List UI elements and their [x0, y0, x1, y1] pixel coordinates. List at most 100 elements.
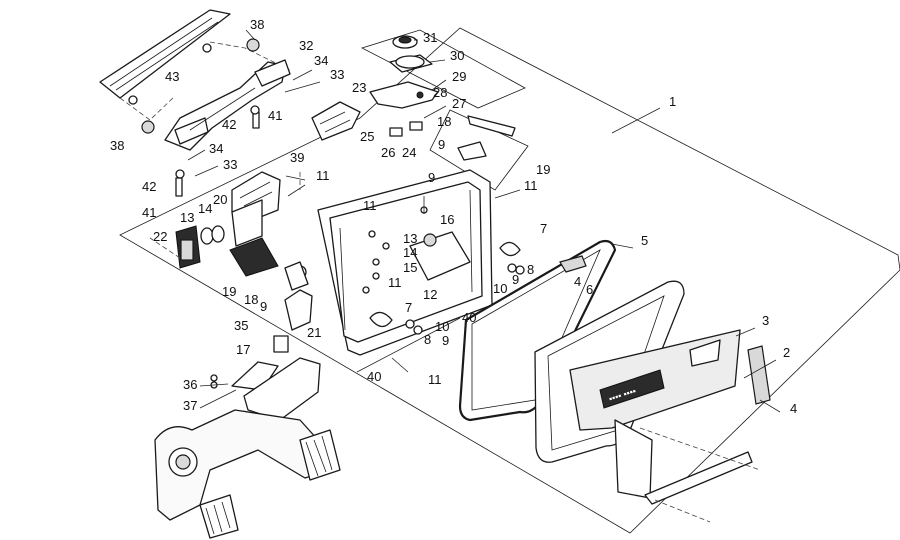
callout-4: 4 [790, 401, 797, 416]
callout-11: 11 [363, 198, 377, 213]
callout-3: 3 [762, 313, 769, 328]
bracket-part-21 [284, 289, 313, 331]
bolt-part-41-bottom [175, 177, 183, 197]
callout-40: 40 [367, 369, 381, 384]
callout-labels: 1234456778899999101011111111111213131414… [110, 17, 797, 416]
rail-part-43 [99, 9, 231, 99]
clip-part-26 [389, 127, 403, 137]
case-shell-inner [329, 181, 483, 343]
clip-part-24 [409, 121, 423, 131]
mounting-rail-group [99, 9, 291, 134]
callout-13: 13 [180, 210, 194, 225]
callout-31: 31 [423, 30, 437, 45]
case-shell [285, 169, 525, 373]
callout-32: 32 [299, 38, 313, 53]
gasket-part-5 [458, 239, 617, 422]
callout-25: 25 [360, 129, 374, 144]
hinge-part-23 [311, 101, 361, 141]
callout-11: 11 [388, 275, 402, 290]
callout-17: 17 [236, 342, 250, 357]
cap-part-13-inner [423, 233, 437, 247]
side-trim-part-2 [747, 345, 771, 405]
callout-23: 23 [352, 80, 366, 95]
footrest-plate [243, 357, 321, 421]
callout-19: 19 [536, 162, 550, 177]
callout-37: 37 [183, 398, 197, 413]
trim-strip-lower [644, 451, 753, 505]
callout-42: 42 [222, 117, 236, 132]
callout-33: 33 [223, 157, 237, 172]
callout-41: 41 [142, 205, 156, 220]
clip-part-35 [273, 335, 289, 353]
callout-13: 13 [403, 231, 417, 246]
bracket-part-20 [231, 199, 263, 247]
cable-part-7-lower [369, 311, 393, 328]
hinge-part-29 [369, 81, 439, 109]
callout-10: 10 [435, 319, 449, 334]
lid-bracket-group [311, 29, 526, 141]
washer-part-13 [211, 225, 225, 243]
washer-part-38-top [246, 38, 260, 52]
washer-part-38-bottom [141, 120, 155, 134]
footpeg-bracket [154, 409, 331, 521]
logo-plate [599, 369, 665, 409]
callout-18: 18 [244, 292, 258, 307]
callout-30: 30 [450, 48, 464, 63]
callout-35: 35 [234, 318, 248, 333]
callout-28: 28 [433, 85, 447, 100]
callout-9: 9 [260, 299, 267, 314]
footrest-group [154, 335, 341, 539]
callout-34: 34 [209, 141, 223, 156]
washer-part-14 [200, 227, 214, 245]
strip-part-18-top [467, 115, 516, 137]
callout-7: 7 [405, 300, 412, 315]
callout-33: 33 [330, 67, 344, 82]
callout-19: 19 [222, 284, 236, 299]
assembly-frame-outline [119, 27, 900, 534]
callout-9: 9 [442, 333, 449, 348]
bracket-part-9-top [457, 141, 487, 161]
callout-18: 18 [437, 114, 451, 129]
callout-38: 38 [250, 17, 264, 32]
latch-part-18-19 [229, 237, 279, 277]
trim-part-lower [614, 419, 653, 499]
callout-2: 2 [783, 345, 790, 360]
callout-24: 24 [402, 145, 416, 160]
callout-14: 14 [403, 245, 417, 260]
callout-4: 4 [574, 274, 581, 289]
callout-22: 22 [153, 229, 167, 244]
bracket-part-6 [559, 255, 587, 273]
callout-9: 9 [438, 137, 445, 152]
callout-38: 38 [110, 138, 124, 153]
callout-40: 40 [462, 310, 476, 325]
callout-36: 36 [183, 377, 197, 392]
callout-11: 11 [428, 372, 442, 387]
lock-bracket-group [149, 171, 313, 331]
carrier-arm-group [164, 59, 321, 197]
callout-21: 21 [307, 325, 321, 340]
callout-12: 12 [423, 287, 437, 302]
top-right-bracket-group [429, 109, 529, 191]
callout-16: 16 [440, 212, 454, 227]
callout-9: 9 [512, 272, 519, 287]
callout-26: 26 [381, 145, 395, 160]
callout-34: 34 [314, 53, 328, 68]
callout-8: 8 [424, 332, 431, 347]
callout-7: 7 [540, 221, 547, 236]
callout-41: 41 [268, 108, 282, 123]
callout-10: 10 [493, 281, 507, 296]
footpeg-rubber-lower [199, 494, 239, 539]
callout-15: 15 [403, 260, 417, 275]
callout-6: 6 [586, 282, 593, 297]
cable-part-7-upper [499, 241, 521, 257]
callout-20: 20 [213, 192, 227, 207]
outer-lid-group: ▪▪▪▪ ▪▪▪▪ [534, 255, 771, 523]
callout-14: 14 [198, 201, 212, 216]
callout-43: 43 [165, 69, 179, 84]
callout-9: 9 [428, 170, 435, 185]
callout-29: 29 [452, 69, 466, 84]
callout-1: 1 [669, 94, 676, 109]
callout-11: 11 [524, 178, 538, 193]
